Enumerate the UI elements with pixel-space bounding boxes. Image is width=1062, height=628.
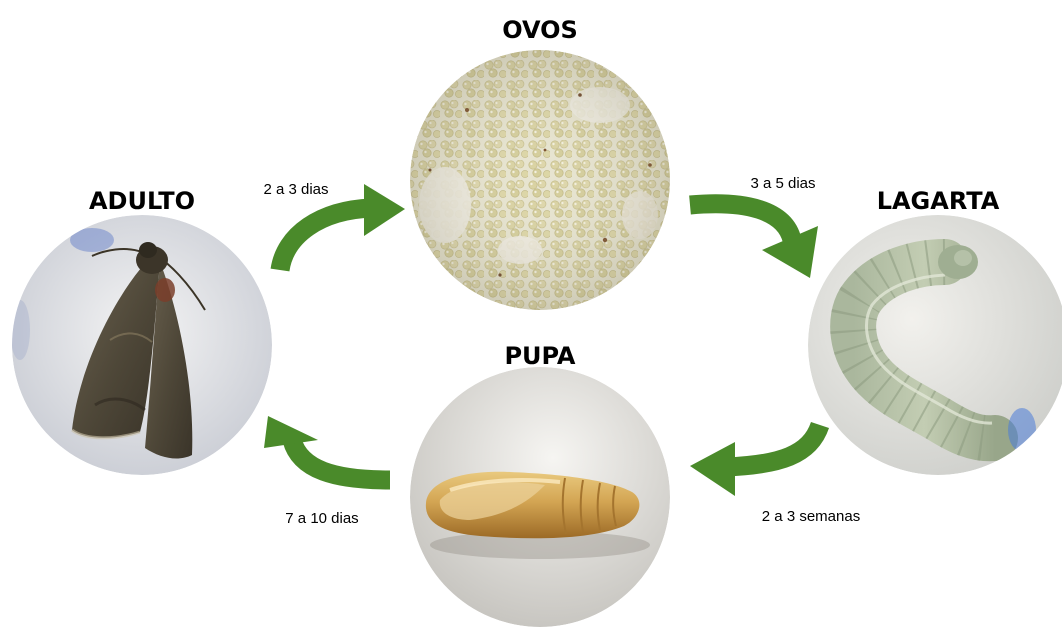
label-lagarta-to-pupa: 2 a 3 semanas [762,508,860,525]
stage-adulto: ADULTO [10,187,272,475]
stage-ovos: OVOS [410,16,670,310]
label-ovos-to-lagarta: 3 a 5 dias [750,175,815,192]
pupa-photo [410,367,670,627]
label-adulto-to-ovos: 2 a 3 dias [263,181,328,198]
label-pupa-to-adulto: 7 a 10 dias [285,510,358,527]
stage-pupa: PUPA [410,342,670,627]
stage-title-pupa: PUPA [504,342,575,370]
arrow-ovos-to-lagarta [690,204,818,278]
stage-title-adulto: ADULTO [89,187,195,215]
stage-title-lagarta: LAGARTA [877,187,1000,215]
eggs-photo [410,50,670,310]
stage-lagarta: LAGARTA [808,187,1062,475]
caterpillar-photo [808,215,1062,475]
moth-photo [10,215,272,475]
arrow-pupa-to-adulto [264,416,390,480]
arrow-lagarta-to-pupa [690,425,820,496]
stage-title-ovos: OVOS [502,16,578,44]
